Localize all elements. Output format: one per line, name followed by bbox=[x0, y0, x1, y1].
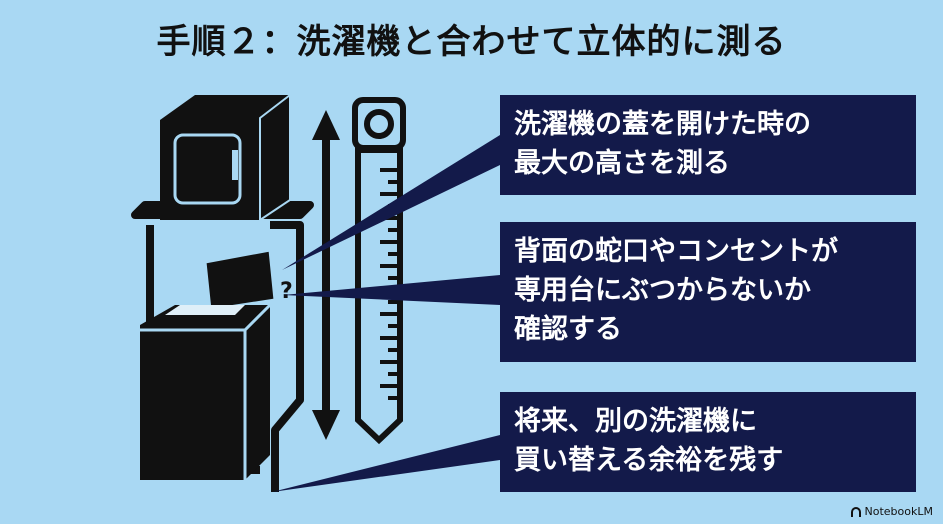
callout-line: 最大の高さを測る bbox=[514, 148, 730, 179]
notebooklm-logo-icon bbox=[850, 506, 861, 517]
callout-rear-clearance: 背面の蛇口やコンセントが 専用台にぶつからないか 確認する bbox=[500, 222, 916, 362]
callout-line: 専用台にぶつからないか bbox=[514, 275, 811, 306]
notebooklm-badge: NotebookLM bbox=[850, 505, 933, 518]
callout-pointers bbox=[272, 135, 500, 492]
callout-line: 買い替える余裕を残す bbox=[514, 445, 784, 476]
question-mark-icon: ? bbox=[280, 279, 293, 304]
callout-line: 洗濯機の蓋を開けた時の bbox=[514, 109, 811, 140]
dryer-icon bbox=[160, 92, 291, 222]
badge-label: NotebookLM bbox=[864, 505, 933, 518]
callout-future-margin: 将来、別の洗濯機に 買い替える余裕を残す bbox=[500, 392, 916, 492]
callout-line: 背面の蛇口やコンセントが bbox=[514, 236, 838, 267]
double-arrow-icon bbox=[312, 110, 340, 440]
washing-machine-icon bbox=[140, 248, 277, 480]
callout-line: 将来、別の洗濯機に bbox=[514, 406, 757, 437]
tape-measure-icon bbox=[352, 97, 406, 445]
callout-lid-height: 洗濯機の蓋を開けた時の 最大の高さを測る bbox=[500, 95, 916, 195]
callout-line: 確認する bbox=[514, 314, 622, 345]
page-title: 手順２：洗濯機と合わせて立体的に測る bbox=[156, 22, 787, 62]
